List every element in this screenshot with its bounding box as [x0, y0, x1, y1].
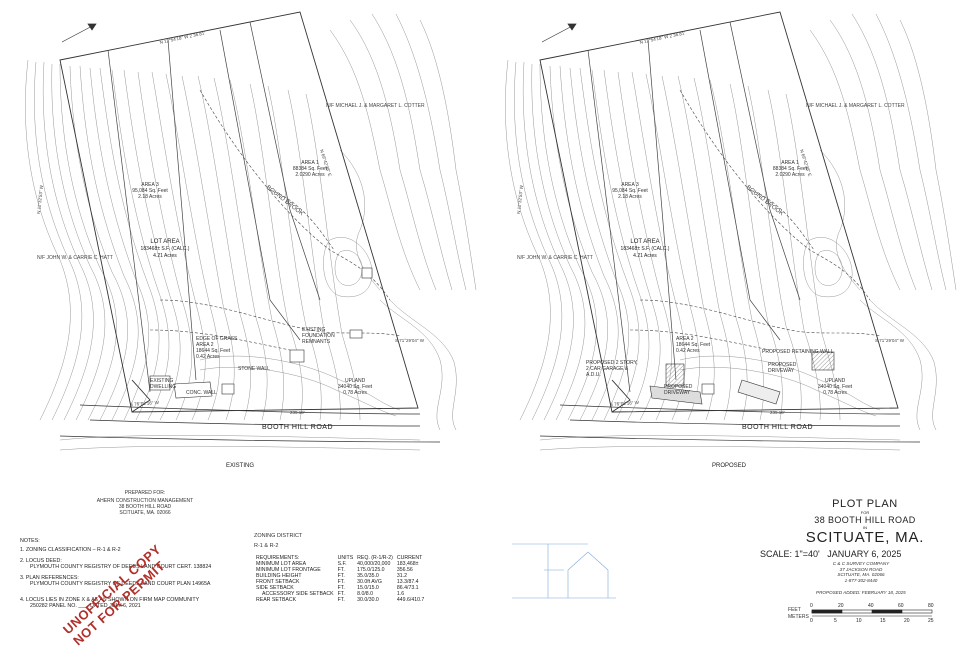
existing-caption: EXISTING [226, 463, 255, 469]
title-block: PLOT PLAN FOR 38 BOOTH HILL ROAD IN SCIT… [780, 498, 950, 546]
existing-stone-wall-label: STONE WALL [238, 366, 270, 372]
svg-text:S 71°29'04" W: S 71°29'04" W [395, 338, 425, 343]
prepared-for-block: PREPARED FOR: AHERN CONSTRUCTION MANAGEM… [90, 490, 200, 516]
existing-road-label: BOOTH HILL ROAD [262, 424, 334, 431]
proposed-road-label: BOOTH HILL ROAD [742, 424, 814, 431]
svg-text:N 11°32'53" W: N 11°32'53" W [516, 184, 524, 214]
surveyor-block: C & C SURVEY COMPANY 37 JACKSON ROAD SCI… [832, 561, 890, 583]
notes-block: NOTES: 1. ZONING CLASSIFICATION – R-1 & … [20, 538, 250, 609]
proposed-driveway-label: PROPOSED DRIVEWAY [664, 384, 693, 396]
feet-tick: 0 [810, 603, 813, 609]
scale-bar-feet-ticks: 0 20 40 60 80 [808, 603, 948, 611]
svg-text:N 12°54'18" W 2 36.81': N 12°54'18" W 2 36.81' [159, 30, 206, 45]
svg-text:S 76°02'16" W: S 76°02'16" W [610, 400, 640, 407]
existing-plan-drawing: N 12°54'18" W 2 36.81' N 11°32'53" W N 6… [25, 11, 477, 451]
svg-text:N 11°32'53" W: N 11°32'53" W [36, 184, 44, 214]
plan-address: 38 BOOTH HILL ROAD [814, 515, 916, 525]
plan-date: JANUARY 6, 2025 [827, 549, 902, 559]
existing-conc-wall-label: CONC. WALL [186, 390, 217, 396]
existing-foundation-label: EXISTING FOUNDATION REMNANTS [302, 327, 335, 345]
feet-tick: 80 [928, 603, 934, 609]
proposed-abutter-right: N/F MICHAEL J. & MARGARET L. COTTER [806, 103, 905, 109]
meter-tick: 25 [928, 618, 934, 624]
svg-text:S 76°02'16" W: S 76°02'16" W [130, 400, 160, 407]
svg-text:S 71°29'04" W: S 71°29'04" W [875, 338, 905, 343]
feet-tick: 40 [868, 603, 874, 609]
proposed-caption: PROPOSED [712, 463, 747, 469]
plan-town: SCITUATE, MA. [805, 529, 925, 546]
meter-tick: 15 [880, 618, 886, 624]
scale-bar-meters-label: METERS [788, 614, 809, 620]
scale-bar [811, 609, 933, 617]
svg-text:N 12°54'18" W 2 36.81': N 12°54'18" W 2 36.81' [639, 30, 686, 45]
feet-tick: 20 [838, 603, 844, 609]
existing-dwelling-label: EXISTING DWELLING [150, 378, 177, 390]
height-diagram [512, 543, 616, 599]
scale-bar-feet-label: FEET [788, 607, 801, 613]
scale-line: SCALE: 1"=40' JANUARY 6, 2025 [760, 549, 901, 559]
zoning-block: ZONING DISTRICT R-1 & R-2 REQUIREMENTS:U… [254, 533, 426, 603]
svg-text:235.10': 235.10' [290, 410, 305, 415]
scale-bar-meter-ticks: 0 5 10 15 20 25 [808, 618, 948, 626]
prepared-for-heading: PREPARED FOR: [124, 490, 166, 496]
proposed-garage-label: PROPOSED 2 STORY, 2 CAR GARAGE & A.D.U. [586, 360, 638, 378]
revision-note: PROPOSED ADDED: FEBRUARY 18, 2025 [816, 590, 906, 595]
meter-tick: 20 [904, 618, 910, 624]
meter-tick: 0 [810, 618, 813, 624]
proposed-retaining-wall-label: PROPOSED RETAINING WALL [762, 349, 834, 355]
proposed-abutter-left: N/F JOHN W. & CARRIE C. HATT [517, 255, 593, 261]
proposed-driveway-label-2: PROPOSED DRIVEWAY [768, 362, 797, 374]
meter-tick: 10 [856, 618, 862, 624]
meter-tick: 5 [834, 618, 837, 624]
zoning-district: R-1 & R-2 [254, 543, 279, 549]
zoning-title: ZONING DISTRICT [254, 533, 303, 539]
proposed-plan-drawing: N 12°54'18" W 2 36.81' N 11°32'53" W N 6… [505, 11, 957, 451]
existing-abutter-right: N/F MICHAEL J. & MARGARET L. COTTER [326, 103, 425, 109]
existing-abutter-left: N/F JOHN W. & CARRIE C. HATT [37, 255, 113, 261]
plan-title: PLOT PLAN [832, 498, 898, 510]
feet-tick: 60 [898, 603, 904, 609]
svg-text:235.10': 235.10' [770, 410, 785, 415]
notes-heading: NOTES: [20, 538, 40, 544]
scale-text: SCALE: 1"=40' [760, 549, 820, 559]
